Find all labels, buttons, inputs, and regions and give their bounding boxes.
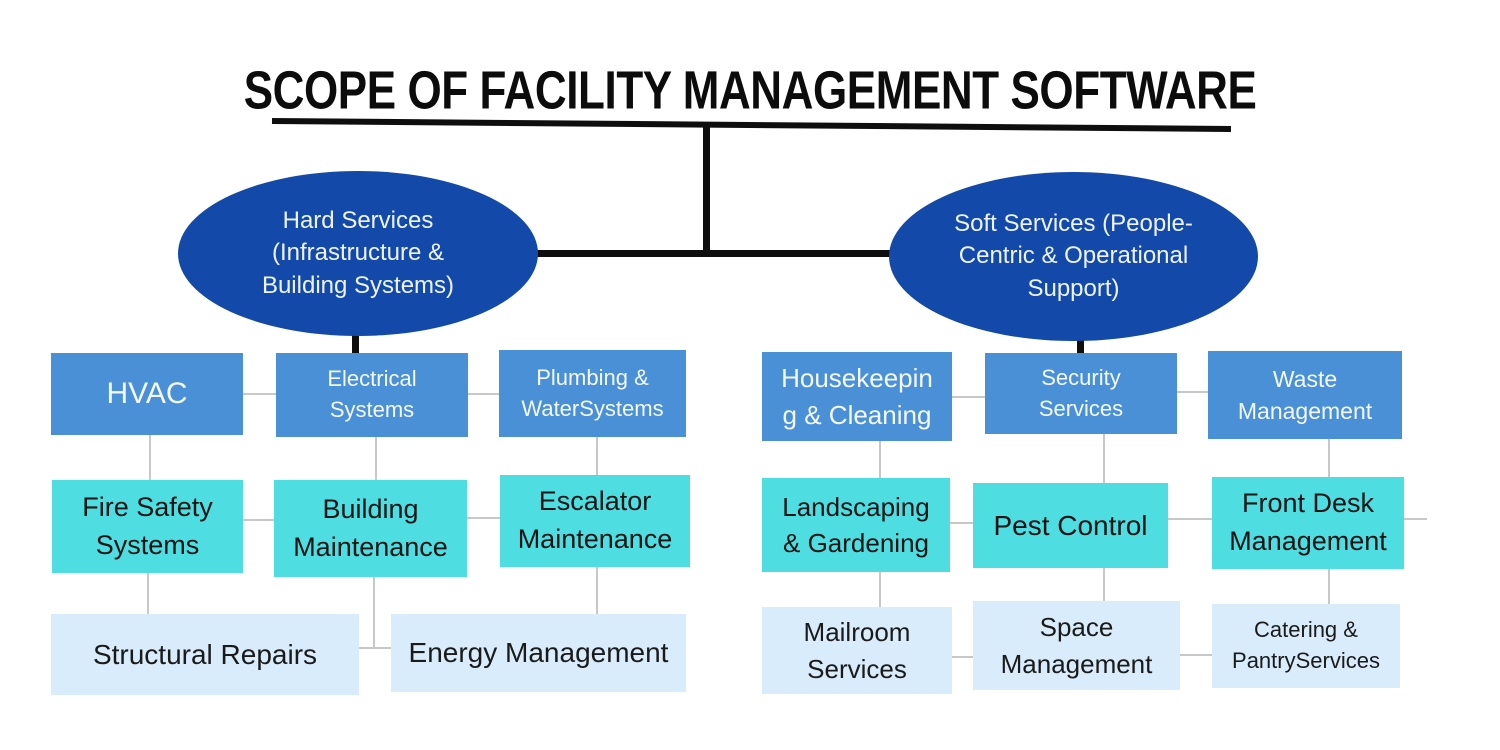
node-building-maintenance-label: Building Maintenance [293,493,448,562]
node-pest-control: Pest Control [973,483,1168,568]
node-housekeeping-cleaning-label: Housekeepin g & Cleaning [781,363,933,430]
node-catering-pantry-label: Catering & PantryServices [1232,617,1380,673]
connector-line [1177,391,1208,393]
node-escalator-maintenance-label: Escalator Maintenance [517,486,673,554]
node-hvac: HVAC [51,353,243,435]
node-waste-management: Waste Management [1208,351,1402,439]
node-plumbing-water: Plumbing & WaterSystems [499,350,686,437]
connector-line [879,441,881,478]
connector-root-vertical [703,124,710,257]
page-title: SCOPE OF FACILITY MANAGEMENT SOFTWARE [0,60,1500,121]
node-energy-management-label: Energy Management [408,637,669,669]
connector-line [468,393,499,395]
node-landscaping-gardening-label: Landscaping & Gardening [782,491,930,558]
connector-line [1103,568,1105,601]
node-landscaping-gardening: Landscaping & Gardening [762,478,950,572]
connector-line [373,577,375,649]
node-waste-management-label: Waste Management [1237,365,1373,424]
connector-line [1180,654,1212,656]
connector-line [1404,518,1427,520]
node-security-services: Security Services [985,353,1177,434]
node-mailroom-services-label: Mailroom Services [803,617,911,684]
node-space-management: Space Management [973,601,1180,690]
node-structural-repairs-label: Structural Repairs [92,638,318,670]
node-hvac-label: HVAC [106,377,188,410]
branch-soft-services: Soft Services (People- Centric & Operati… [889,172,1258,341]
node-fire-safety-label: Fire Safety Systems [82,491,213,560]
node-electrical-systems-label: Electrical Systems [327,366,417,422]
connector-line [149,435,151,480]
node-housekeeping-cleaning: Housekeepin g & Cleaning [762,352,952,441]
connector-line [359,647,391,649]
node-structural-repairs: Structural Repairs [51,614,359,695]
node-mailroom-services: Mailroom Services [762,607,952,694]
connector-hard-stub [352,329,359,354]
node-building-maintenance: Building Maintenance [274,480,467,577]
connector-line [1168,518,1212,520]
connector-line [596,567,598,614]
node-pest-control-label: Pest Control [993,509,1148,541]
connector-line [147,573,149,614]
branch-hard-services: Hard Services (Infrastructure & Building… [178,171,538,336]
connector-line [243,393,276,395]
connector-line [1328,439,1330,477]
branch-soft-services-label: Soft Services (People- Centric & Operati… [954,209,1193,302]
node-space-management-label: Space Management [1000,612,1153,679]
connector-line [467,517,500,519]
connector-line [879,572,881,607]
connector-line [243,519,274,521]
node-front-desk-management-label: Front Desk Management [1229,488,1387,556]
node-catering-pantry: Catering & PantryServices [1212,604,1400,688]
page-title-text: SCOPE OF FACILITY MANAGEMENT SOFTWARE [243,60,1257,121]
connector-branch-horizontal [528,250,890,257]
connector-line [952,656,973,658]
node-fire-safety: Fire Safety Systems [52,480,243,573]
connector-line [950,522,973,524]
connector-line [1103,434,1105,483]
connector-line [1328,569,1330,604]
connector-line [596,437,598,475]
node-plumbing-water-label: Plumbing & WaterSystems [521,364,664,421]
node-escalator-maintenance: Escalator Maintenance [500,475,690,567]
branch-hard-services-label: Hard Services (Infrastructure & Building… [261,206,455,299]
node-front-desk-management: Front Desk Management [1212,477,1404,569]
connector-line [952,396,985,398]
connector-soft-stub [1077,336,1084,354]
node-electrical-systems: Electrical Systems [276,353,468,437]
node-energy-management: Energy Management [391,614,686,692]
connector-line [375,437,377,480]
node-security-services-label: Security Services [1038,364,1124,421]
